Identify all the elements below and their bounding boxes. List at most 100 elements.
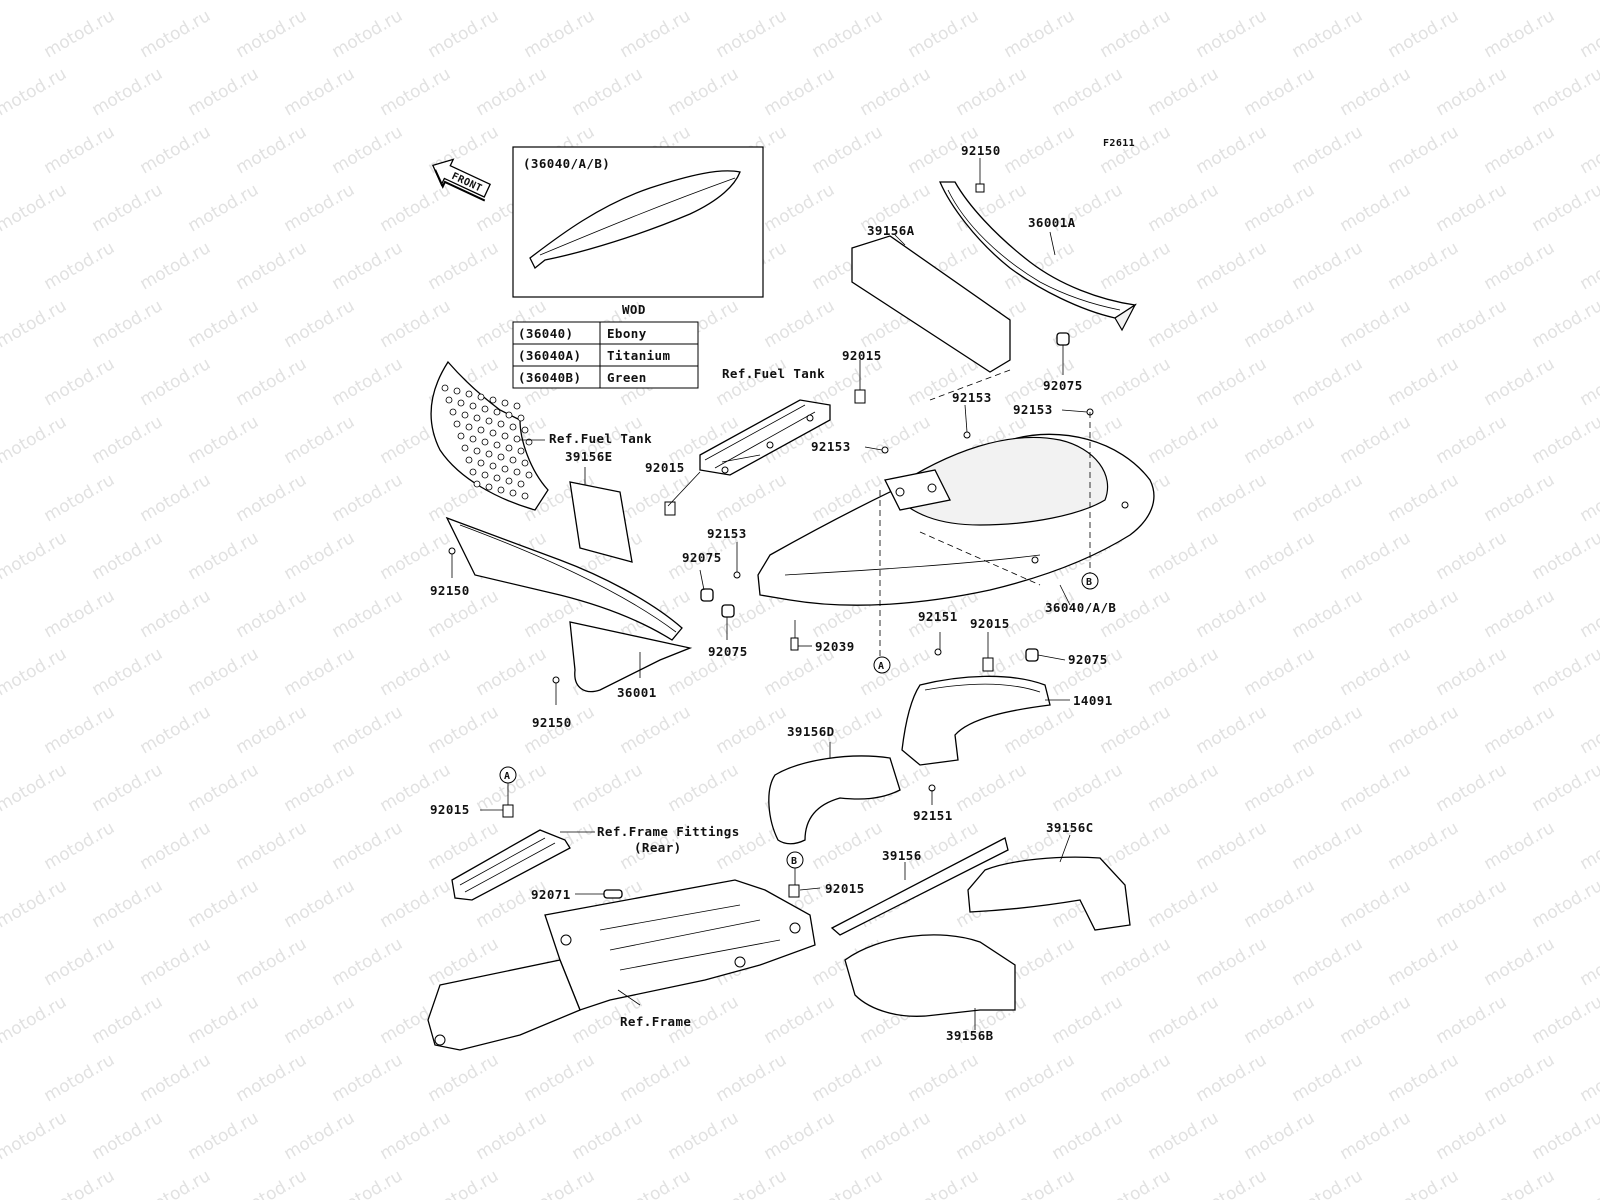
watermark-text: motod.ru [377,876,455,932]
marker-B-label: B [1086,577,1092,588]
callout-label: 92075 [1068,652,1108,667]
callout-label: Ref.Fuel Tank [549,431,652,446]
watermark-text: motod.ru [1097,354,1175,410]
callout-labels: 92150 39156A 36001A 92075 92015 92153 92… [430,143,1116,1043]
table-color: Green [607,370,647,385]
callout-label: 92151 [913,808,953,823]
watermark-text: motod.ru [1001,1050,1079,1106]
dashed-reference-lines [879,369,1091,660]
watermark-text: motod.ru [1193,818,1271,874]
watermark-text: motod.ru [0,180,70,236]
watermark-text: motod.ru [89,412,167,468]
marker-A-label: A [878,661,884,672]
perforation-dot [465,423,473,431]
watermark-text: motod.ru [137,354,215,410]
watermark-text: motod.ru [809,6,887,62]
watermark-text: motod.ru [1049,1108,1127,1164]
watermark-text: motod.ru [233,6,311,62]
watermark-text: motod.ru [665,760,743,816]
watermark-text: motod.ru [329,1050,407,1106]
perforation-dot [473,414,481,422]
callout-label: 92015 [970,616,1010,631]
watermark-text: motod.ru [713,6,791,62]
watermark-text: motod.ru [281,528,359,584]
watermark-text: motod.ru [185,528,263,584]
watermark-text: motod.ru [713,470,791,526]
watermark-text: motod.ru [233,122,311,178]
watermark-text: motod.ru [377,644,455,700]
watermark-text: motod.ru [425,1050,503,1106]
watermark-text: motod.ru [1385,1166,1463,1200]
part-39156 [830,837,1009,936]
watermark-text: motod.ru [761,296,839,352]
watermark-text: motod.ru [1145,296,1223,352]
perforation-dot [481,438,489,446]
watermark-text: motod.ru [1433,64,1511,120]
watermark-text: motod.ru [1529,528,1600,584]
watermark-text: motod.ru [1289,1050,1367,1106]
callout-label: 36001A [1028,215,1076,230]
watermark-text: motod.ru [569,1108,647,1164]
watermark-text: motod.ru [1481,6,1559,62]
watermark-text: motod.ru [761,180,839,236]
watermark-text: motod.ru [1049,992,1127,1048]
callout-label: 92153 [952,390,992,405]
watermark-text: motod.ru [137,586,215,642]
watermark-text: motod.ru [521,6,599,62]
part-36001A [939,181,1137,332]
watermark-text: motod.ru [137,122,215,178]
watermark-text: motod.ru [1289,586,1367,642]
watermark-text: motod.ru [1001,1166,1079,1200]
fastener-92015-d [502,804,514,818]
watermark-text: motod.ru [41,6,119,62]
callout-label: 39156E [565,449,613,464]
watermark-text: motod.ru [377,296,455,352]
fastener-92015-b [664,501,676,516]
callout-label: 92015 [430,802,470,817]
part-39156C [967,856,1131,931]
watermark-text: motod.ru [1433,760,1511,816]
watermark-text: motod.ru [569,0,647,4]
watermark-text: motod.ru [281,992,359,1048]
watermark-text: motod.ru [617,470,695,526]
watermark-text: motod.ru [905,1166,983,1200]
watermark-text: motod.ru [0,876,70,932]
perforation-dot [477,426,485,434]
watermark-text: motod.ru [1529,0,1600,4]
watermark-text: motod.ru [1337,1108,1415,1164]
watermark-text: motod.ru [233,238,311,294]
watermark-text: motod.ru [1577,586,1600,642]
leader-lines [451,158,1088,1030]
inset-title: (36040/A/B) [523,156,610,171]
screw-92153-d [733,571,741,579]
watermark-text: motod.ru [953,760,1031,816]
perforation-dot [469,435,477,443]
part-36040AB [757,433,1155,606]
watermark-text: motod.ru [1385,354,1463,410]
watermark-text: motod.ru [1289,238,1367,294]
callout-label: 92151 [918,609,958,624]
callout-label: 39156C [1046,820,1094,835]
perforation-dot [461,411,469,419]
watermark-text: motod.ru [329,470,407,526]
callout-label: (Rear) [634,840,682,855]
watermark-text: motod.ru [1193,586,1271,642]
fastener-92015-e [788,884,800,898]
watermark-text: motod.ru [809,1050,887,1106]
watermark-text: motod.ru [1241,1108,1319,1164]
watermark-text: motod.ru [1481,122,1559,178]
perforation-dot [513,468,521,476]
watermark-text: motod.ru [281,760,359,816]
perforation-dot [501,465,509,473]
table-color: Ebony [607,326,647,341]
watermark-text: motod.ru [41,1050,119,1106]
watermark-text: motod.ru [809,1166,887,1200]
watermark-text: motod.ru [41,818,119,874]
watermark-text: motod.ru [1433,412,1511,468]
watermark-text: motod.ru [89,760,167,816]
watermark-text: motod.ru [1241,0,1319,4]
watermark-text: motod.ru [617,1050,695,1106]
watermark-text: motod.ru [1289,6,1367,62]
callout-label: 92153 [811,439,851,454]
perforation-dot [473,480,481,488]
